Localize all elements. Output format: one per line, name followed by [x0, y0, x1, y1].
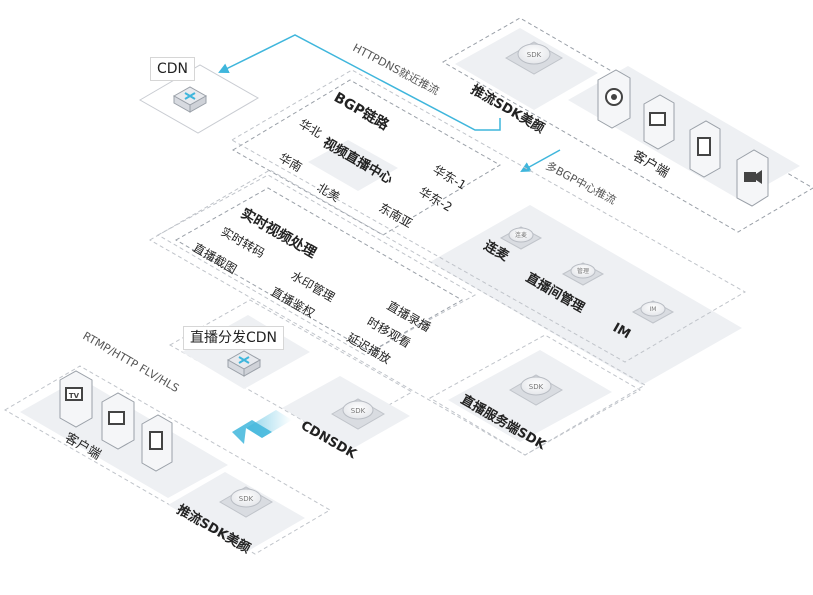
- rtmp-label: RTMP/HTTP FLV/HLS: [81, 329, 182, 395]
- clients-bottom-group: TV 客户端 SDK 推流SDK美颜: [4, 365, 331, 557]
- im-chip-icon: IM: [631, 300, 675, 324]
- svg-text:SDK: SDK: [351, 407, 366, 415]
- svg-text:TV: TV: [69, 392, 80, 400]
- server-sdk-chip-icon: SDK: [508, 374, 564, 406]
- video-camera-device-icon: [736, 149, 769, 207]
- bgp-panel: BGP链路 视频直播中心 华北 华南 北美 东南亚 华东-1 华东-2: [232, 79, 501, 236]
- svg-text:SDK: SDK: [239, 495, 254, 503]
- monitor-device-bottom-icon: [101, 392, 135, 450]
- cdnsdk-chip-icon: SDK: [330, 398, 386, 430]
- svg-text:IM: IM: [650, 306, 657, 313]
- tv-device-icon: TV: [59, 370, 93, 428]
- svg-text:SDK: SDK: [529, 383, 544, 391]
- services-panel: 连麦 连麦 管理 直播间管理 IM IM: [430, 205, 742, 385]
- dist-cdn-chip-icon: [226, 350, 262, 377]
- realtime-panel: 实时视频处理 实时转码 直播截图 水印管理 直播鉴权 直播录播 时移观看 延迟播…: [156, 174, 477, 367]
- svg-text:连麦: 连麦: [515, 231, 527, 239]
- camera-device-icon: [597, 69, 631, 129]
- dist-cdn-label: 直播分发CDN: [183, 326, 285, 350]
- push-sdk-top-group: SDK 推流SDK美颜 客户端: [441, 17, 813, 233]
- cdn-chip-icon: [172, 86, 208, 113]
- tablet-device-bottom-icon: [141, 414, 173, 472]
- cdn-label: CDN: [150, 57, 196, 81]
- cdn-node: [138, 64, 260, 134]
- svg-text:SDK: SDK: [527, 51, 542, 59]
- multi-bgp-flow: 多BGP中心推流: [520, 149, 619, 207]
- tablet-device-icon: [689, 120, 721, 178]
- lianmai-chip-icon: 连麦: [499, 226, 543, 250]
- room-manage-chip-icon: 管理: [561, 262, 605, 286]
- monitor-device-icon: [643, 94, 675, 150]
- svg-text:管理: 管理: [577, 267, 589, 275]
- push-sdk-bottom-chip-icon: SDK: [218, 486, 274, 518]
- sdk-chip-icon: SDK: [504, 41, 564, 75]
